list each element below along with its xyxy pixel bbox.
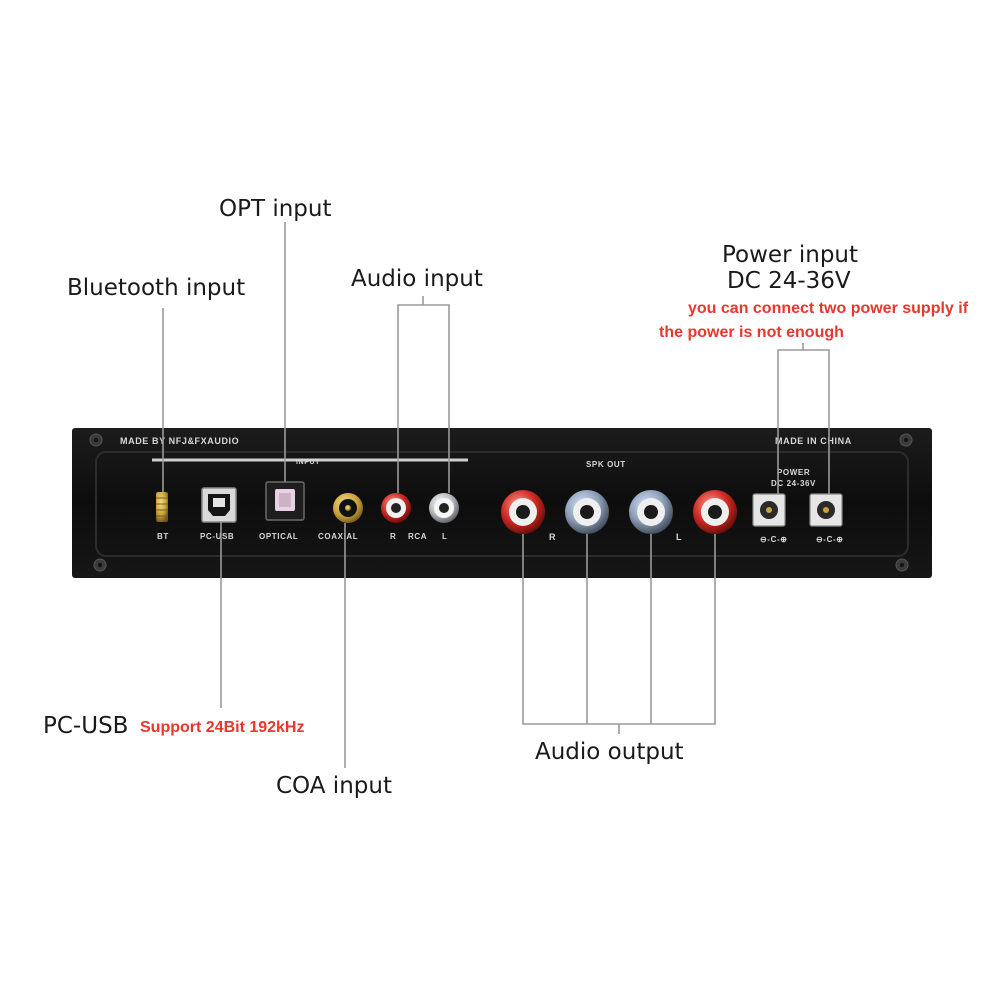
speaker-post-l-positive[interactable] [693,490,737,534]
leader-lines [162,222,830,768]
panel-origin-text: MADE IN CHINA [775,436,852,446]
dc-power-jack-2[interactable] [809,493,843,527]
optical-port[interactable] [265,481,305,521]
panel-maker-text: MADE BY NFJ&FXAUDIO [120,436,239,446]
screw-icon [895,558,909,572]
bt-antenna-connector[interactable] [156,492,168,522]
spk-r-label: R [549,532,556,542]
rca-label: RCA [408,532,427,541]
dc-power-jack-1[interactable] [752,493,786,527]
polarity-symbol: ⊖-C-⊕ [760,535,788,544]
port-label-coaxial: COAXIAL [318,532,358,541]
power-rating: DC 24-36V [771,479,816,488]
callout-opt-input: OPT input [219,196,332,222]
port-label-usb: PC-USB [200,532,234,541]
callout-coa-input: COA input [276,773,392,799]
callout-pc-usb: PC-USB [43,713,129,739]
callout-power-input: Power input [722,242,859,268]
spk-out-label: SPK OUT [586,460,626,469]
rca-r-label: R [390,532,396,541]
rca-left-jack[interactable] [429,493,459,523]
callout-power-rating: DC 24-36V [727,268,851,294]
power-note-line-2: the power is not enough [659,324,844,341]
screw-icon [93,558,107,572]
port-label-bt: BT [157,532,169,541]
callout-audio-input: Audio input [351,266,483,292]
power-title: POWER [777,468,810,477]
port-label-optical: OPTICAL [259,532,298,541]
callout-audio-output: Audio output [535,739,684,765]
panel-inset [95,451,909,557]
speaker-post-r-positive[interactable] [501,490,545,534]
pc-usb-support-note: Support 24Bit 192kHz [140,719,305,736]
speaker-post-r-negative[interactable] [565,490,609,534]
usb-b-port[interactable] [201,487,237,523]
speaker-post-l-negative[interactable] [629,490,673,534]
rca-right-jack[interactable] [381,493,411,523]
screw-icon [89,433,103,447]
chassis-rear [72,428,932,578]
screw-icon [899,433,913,447]
power-note-line-1: you can connect two power supply if [688,300,969,317]
coaxial-rca-jack[interactable] [333,493,363,523]
callout-bluetooth-input: Bluetooth input [67,275,246,301]
input-group-label: INPUT [296,459,320,466]
spk-l-label: L [676,532,682,542]
polarity-symbol: ⊖-C-⊕ [816,535,844,544]
rca-l-label: L [442,532,448,541]
